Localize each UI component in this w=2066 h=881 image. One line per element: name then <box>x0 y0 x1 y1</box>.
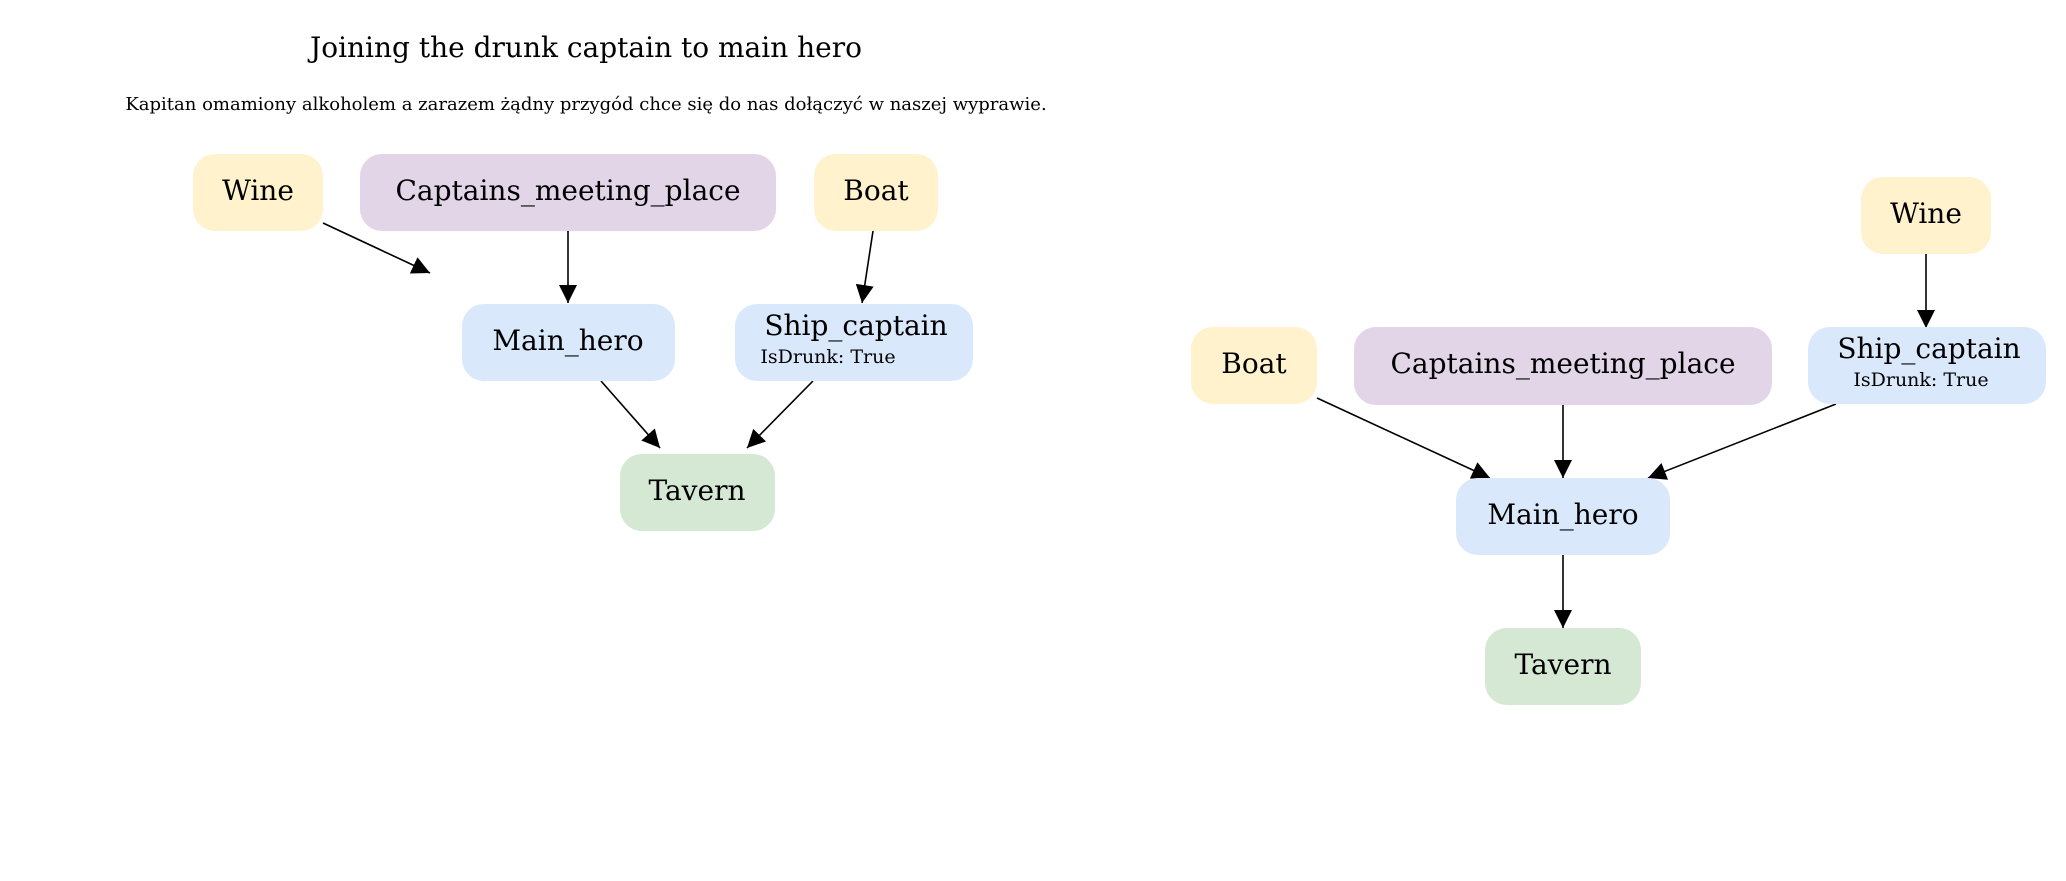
node-captains-meeting-place: Captains_meeting_place <box>360 154 776 231</box>
node-tavern: Tavern <box>1485 628 1641 705</box>
node-label: Ship_captain <box>1837 332 2020 365</box>
edge-boat-to-ship-captain <box>855 230 874 304</box>
before-graph: Wine Captains_meeting_place Boat Main_he… <box>193 154 973 531</box>
node-boat: Boat <box>814 154 938 231</box>
node-label: Boat <box>843 174 909 207</box>
diagram-subtitle: Kapitan omamiony alkoholem a zarazem żąd… <box>125 94 1046 115</box>
node-label: Wine <box>1890 197 1962 230</box>
diagram-title: Joining the drunk captain to main hero <box>307 31 862 64</box>
node-boat: Boat <box>1191 327 1317 404</box>
node-label: Tavern <box>648 474 745 507</box>
node-label: Captains_meeting_place <box>395 174 740 207</box>
node-label: Boat <box>1221 347 1287 380</box>
node-label: Main_hero <box>492 324 643 357</box>
edge-wine-to-main-hero <box>322 222 431 274</box>
node-label: Ship_captain <box>764 309 947 342</box>
node-captains-meeting-place: Captains_meeting_place <box>1354 327 1772 405</box>
node-main-hero: Main_hero <box>1456 478 1670 555</box>
edge-boat-to-main-hero <box>1316 397 1491 479</box>
node-tavern: Tavern <box>620 454 775 531</box>
node-attribute: IsDrunk: True <box>1853 369 1988 391</box>
node-label: Tavern <box>1514 648 1611 681</box>
node-label: Main_hero <box>1487 498 1638 531</box>
edge-ship-captain-to-tavern <box>746 380 814 449</box>
after-graph: Wine Boat Captains_meeting_place Ship_ca… <box>1191 177 2046 705</box>
edge-ship-captain-to-main-hero <box>1647 403 1837 480</box>
edge-main-hero-to-tavern <box>600 380 661 449</box>
node-ship-captain: Ship_captain IsDrunk: True <box>1808 327 2046 404</box>
node-main-hero: Main_hero <box>462 304 675 381</box>
node-attribute: IsDrunk: True <box>760 346 895 368</box>
node-label: Wine <box>222 174 294 207</box>
node-wine: Wine <box>1861 177 1991 254</box>
node-label: Captains_meeting_place <box>1390 347 1735 380</box>
node-wine: Wine <box>193 154 323 231</box>
node-ship-captain: Ship_captain IsDrunk: True <box>735 304 973 381</box>
